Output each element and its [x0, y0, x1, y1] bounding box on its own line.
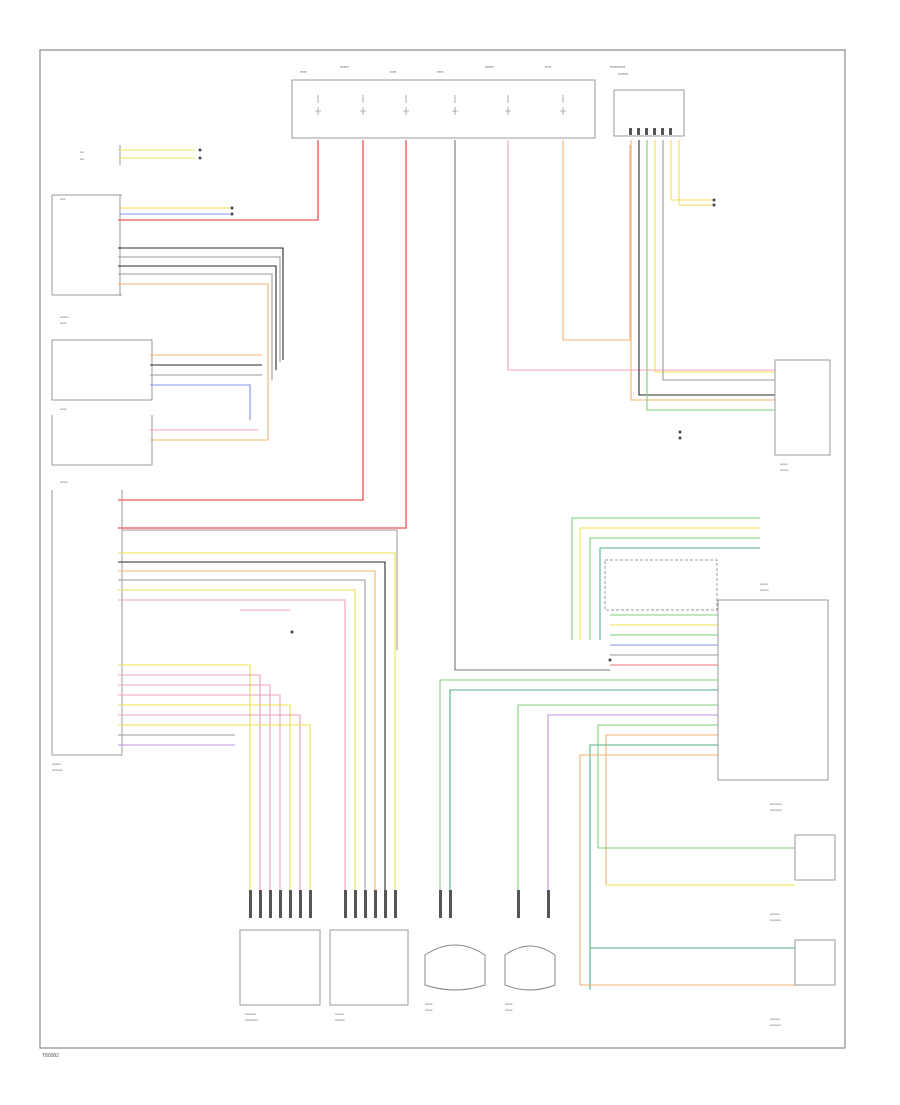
svg-text:▪▪▪▪▪▪▪: ▪▪▪▪▪▪▪ — [425, 1002, 432, 1006]
wire-tr-a — [630, 140, 775, 401]
svg-text:▪▪▪▪▪▪▪▪▪: ▪▪▪▪▪▪▪▪▪ — [770, 912, 780, 916]
svg-text:▪▪▪▪▪▪: ▪▪▪▪▪▪ — [60, 407, 66, 411]
illegible-labels: ▪▪▪▪▪▪▪▪ ▪▪▪▪▪ ▪▪▪▪▪▪▪▪▪▪▪▪▪▪ ▪▪▪▪▪▪ ▪▪▪… — [52, 150, 789, 1027]
svg-text:▪▪▪▪▪: ▪▪▪▪▪ — [545, 65, 551, 69]
svg-text:▪▪▪▪▪▪▪: ▪▪▪▪▪▪▪ — [780, 462, 787, 466]
svg-text:▪▪▪▪▪: ▪▪▪▪▪ — [60, 197, 65, 201]
wire-tr-b — [638, 140, 775, 396]
lower-left-wires — [118, 552, 396, 890]
wire-pink-1 — [507, 140, 775, 371]
svg-text:▪▪▪▪▪: ▪▪▪▪▪ — [300, 70, 306, 74]
svg-text:▪▪▪▪▪▪▪: ▪▪▪▪▪▪▪ — [485, 65, 494, 69]
svg-text:▪▪▪▪▪▪▪: ▪▪▪▪▪▪▪ — [760, 582, 767, 586]
misc-symbols — [198, 148, 716, 662]
svg-text:▪▪▪▪▪▪▪▪▪▪▪: ▪▪▪▪▪▪▪▪▪▪▪ — [770, 808, 782, 812]
svg-text:▪▪▪▪▪▪▪▪▪▪▪: ▪▪▪▪▪▪▪▪▪▪▪ — [770, 802, 782, 806]
svg-text:▪▪▪▪▪▪▪▪▪▪: ▪▪▪▪▪▪▪▪▪▪ — [770, 918, 781, 922]
svg-text:▪▪▪▪▪▪▪▪: ▪▪▪▪▪▪▪▪ — [335, 1012, 344, 1016]
svg-text:▪▪▪▪▪▪▪▪▪▪: ▪▪▪▪▪▪▪▪▪▪ — [245, 1012, 256, 1016]
svg-text:▪▪▪▪▪▪▪▪▪: ▪▪▪▪▪▪▪▪▪ — [335, 1018, 345, 1022]
footer-code: T80082 — [42, 1053, 59, 1059]
svg-text:▪▪▪▪▪▪▪▪▪▪▪▪: ▪▪▪▪▪▪▪▪▪▪▪▪ — [610, 65, 625, 69]
svg-text:▪▪▪▪▪▪▪: ▪▪▪▪▪▪▪ — [425, 1008, 432, 1012]
diagram-border — [39, 49, 846, 1049]
svg-text:▪▪▪▪▪▪▪: ▪▪▪▪▪▪▪ — [505, 1008, 512, 1012]
svg-text:▪▪▪▪▪▪▪▪▪▪: ▪▪▪▪▪▪▪▪▪▪ — [52, 768, 63, 772]
wire-tr-f — [670, 140, 712, 201]
svg-text:▪▪▪▪▪▪▪▪▪▪▪▪: ▪▪▪▪▪▪▪▪▪▪▪▪ — [245, 1018, 258, 1022]
svg-text:▪▪▪▪▪: ▪▪▪▪▪ — [390, 70, 396, 74]
right-side-wires — [439, 517, 795, 990]
bottom-connectors — [239, 890, 556, 1006]
svg-text:▪▪▪▪▪▪▪: ▪▪▪▪▪▪▪ — [505, 1002, 512, 1006]
svg-text:▪▪▪▪▪▪▪▪: ▪▪▪▪▪▪▪▪ — [52, 762, 61, 766]
wire-tr-c — [646, 140, 775, 411]
svg-text:▪▪▪▪: ▪▪▪▪ — [80, 150, 84, 154]
svg-text:▪▪▪▪▪▪▪: ▪▪▪▪▪▪▪ — [60, 480, 67, 484]
svg-text:▪▪▪▪▪▪▪▪: ▪▪▪▪▪▪▪▪ — [780, 468, 789, 472]
svg-text:▪▪▪▪▪: ▪▪▪▪▪ — [437, 70, 443, 74]
wire-orange-1 — [562, 140, 631, 341]
top-fuse-block: ▪▪▪▪▪▪▪▪▪▪▪▪▪▪▪▪▪ ▪▪▪▪▪▪▪▪▪▪▪▪▪▪▪▪▪ ▪▪▪▪… — [291, 65, 628, 139]
fuse-block-outline — [291, 79, 596, 139]
top-right-connector — [613, 89, 685, 137]
wire-red-3 — [118, 140, 407, 529]
wire-tr-d — [654, 140, 775, 373]
wire-red-2 — [118, 140, 364, 501]
svg-text:▪▪▪▪▪▪▪: ▪▪▪▪▪▪▪ — [340, 65, 349, 69]
wire-tr-g — [678, 140, 712, 206]
svg-text:▪▪▪▪▪▪▪▪: ▪▪▪▪▪▪▪▪ — [618, 72, 628, 76]
svg-text:▪▪▪▪▪▪▪▪: ▪▪▪▪▪▪▪▪ — [760, 588, 769, 592]
wire-gray-feed — [454, 140, 610, 671]
svg-text:▪▪▪▪▪▪: ▪▪▪▪▪▪ — [60, 321, 66, 325]
svg-text:▪▪▪▪▪▪▪▪▪: ▪▪▪▪▪▪▪▪▪ — [770, 1017, 780, 1021]
right-component-outlines — [604, 359, 836, 986]
wire-red-1 — [118, 140, 319, 221]
svg-text:▪▪▪▪▪▪▪▪▪▪: ▪▪▪▪▪▪▪▪▪▪ — [770, 1023, 781, 1027]
wire-tr-e — [662, 140, 775, 381]
svg-text:▪▪▪▪▪▪▪▪: ▪▪▪▪▪▪▪▪ — [60, 315, 69, 319]
svg-text:▪▪▪▪: ▪▪▪▪ — [80, 157, 84, 161]
